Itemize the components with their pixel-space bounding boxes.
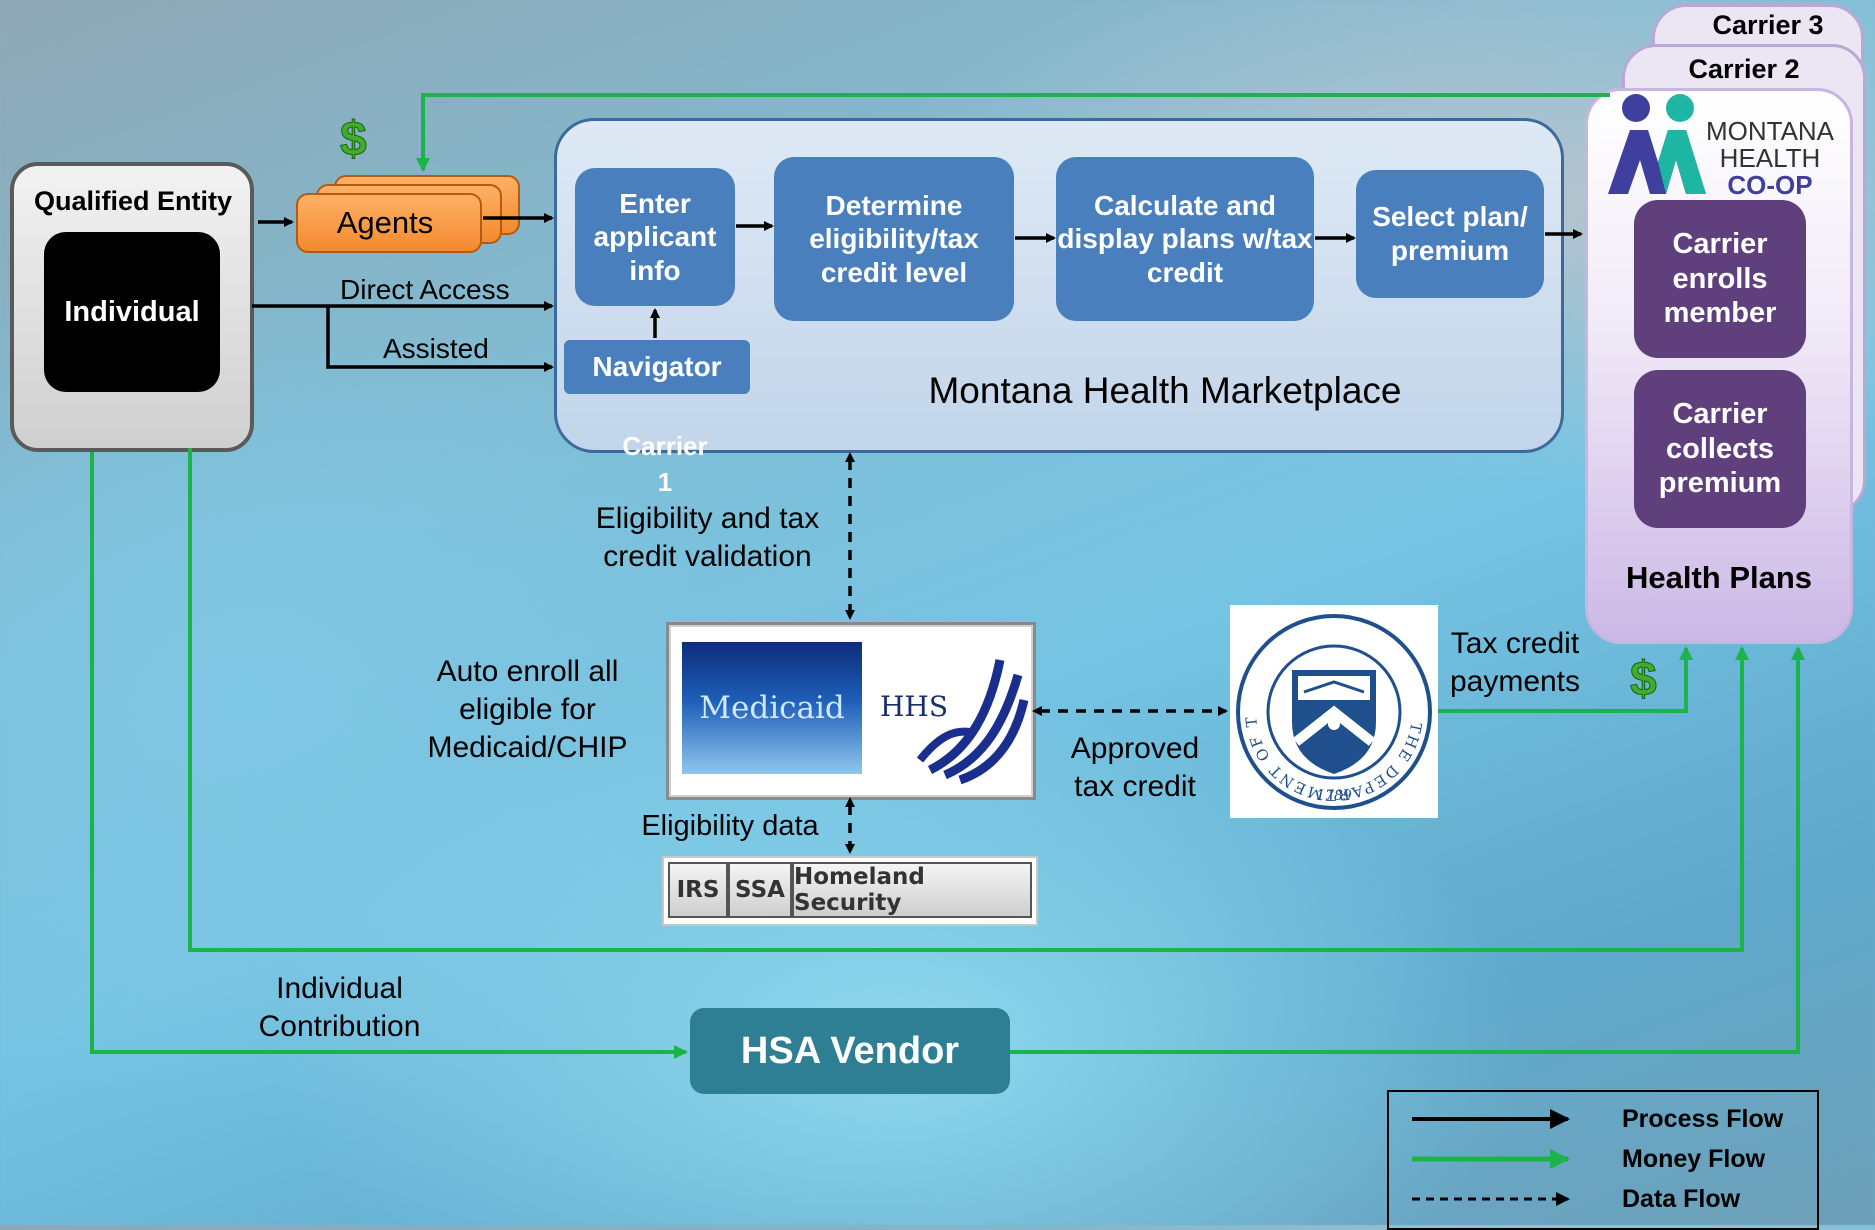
agency-irs: IRS bbox=[668, 862, 728, 918]
assisted-label: Assisted bbox=[383, 333, 489, 364]
individual-contribution-label: Individual Contribution bbox=[258, 972, 421, 1044]
step-enter-applicant-info: Enter applicant info bbox=[575, 168, 735, 306]
legend-data-flow: Data Flow bbox=[1622, 1185, 1741, 1213]
auto-enroll-label: Auto enroll all eligible for Medicaid/CH… bbox=[427, 655, 628, 765]
qualified-entity-title: Qualified Entity bbox=[33, 186, 233, 216]
direct-access-label: Direct Access bbox=[340, 274, 510, 305]
money-flow-plans-to-agents bbox=[416, 93, 1610, 172]
arrow-assisted bbox=[326, 306, 554, 372]
hsa-vendor-box: HSA Vendor bbox=[690, 1008, 1010, 1094]
carrier-collects-premium-box: Carrier collects premium bbox=[1634, 370, 1806, 528]
eligibility-validation-label: Eligibility and tax credit validation bbox=[595, 502, 820, 574]
coop-logo-line3: CO-OP bbox=[1727, 170, 1813, 200]
legend-swatches bbox=[1412, 1109, 1570, 1206]
legend-process-flow: Process Flow bbox=[1622, 1105, 1784, 1133]
individual-box: Individual bbox=[44, 232, 220, 392]
money-flow-hsa-to-plans bbox=[1010, 646, 1805, 1054]
tax-credit-dollar-icon: $ bbox=[1630, 653, 1658, 707]
step-calculate-display-plans: Calculate and display plans w/tax credit bbox=[1056, 157, 1314, 321]
coop-logo-line1: MONTANA bbox=[1705, 116, 1835, 146]
hhs-logo-text: HHS bbox=[880, 690, 949, 723]
carrier-enrolls-member-box: Carrier enrolls member bbox=[1634, 200, 1806, 358]
carrier-1-fragment: Carrier 1 bbox=[622, 431, 708, 498]
agents-card bbox=[296, 193, 482, 253]
step-determine-eligibility: Determine eligibility/tax credit level bbox=[774, 157, 1014, 321]
money-flow-individual-to-hsa bbox=[90, 452, 688, 1059]
treasury-seal-icon: THE DEPARTMENT OF THE TREASURY 1789 bbox=[1234, 612, 1432, 810]
carrier-2-label: Carrier 2 bbox=[1688, 54, 1800, 84]
approved-tax-credit-label: Approved tax credit bbox=[1070, 732, 1200, 804]
money-flow-treasury-to-plans bbox=[1438, 646, 1693, 713]
hhs-eagle-icon bbox=[916, 659, 1029, 785]
treasury-year: 1789 bbox=[1316, 788, 1352, 804]
agency-homeland-security: Homeland Security bbox=[792, 862, 1032, 918]
medicaid-logo: Medicaid bbox=[682, 642, 862, 774]
tax-credit-payments-label: Tax credit payments bbox=[1449, 627, 1581, 699]
agency-ssa: SSA bbox=[728, 862, 792, 918]
agents-dollar-icon: $ bbox=[340, 113, 368, 167]
agents-label: Agents bbox=[336, 205, 434, 240]
coop-logo-icon bbox=[1608, 94, 1706, 194]
coop-logo-line2: HEALTH bbox=[1719, 143, 1821, 173]
navigator-box: Navigator bbox=[564, 340, 750, 394]
legend-money-flow: Money Flow bbox=[1622, 1145, 1766, 1173]
marketplace-label: Montana Health Marketplace bbox=[928, 370, 1402, 411]
carrier-3-label: Carrier 3 bbox=[1712, 10, 1824, 40]
step-select-plan: Select plan/ premium bbox=[1356, 170, 1544, 298]
eligibility-data-label: Eligibility data bbox=[641, 810, 819, 842]
health-plans-title: Health Plans bbox=[1625, 560, 1813, 595]
money-flow-individual-to-plans bbox=[188, 448, 1749, 952]
